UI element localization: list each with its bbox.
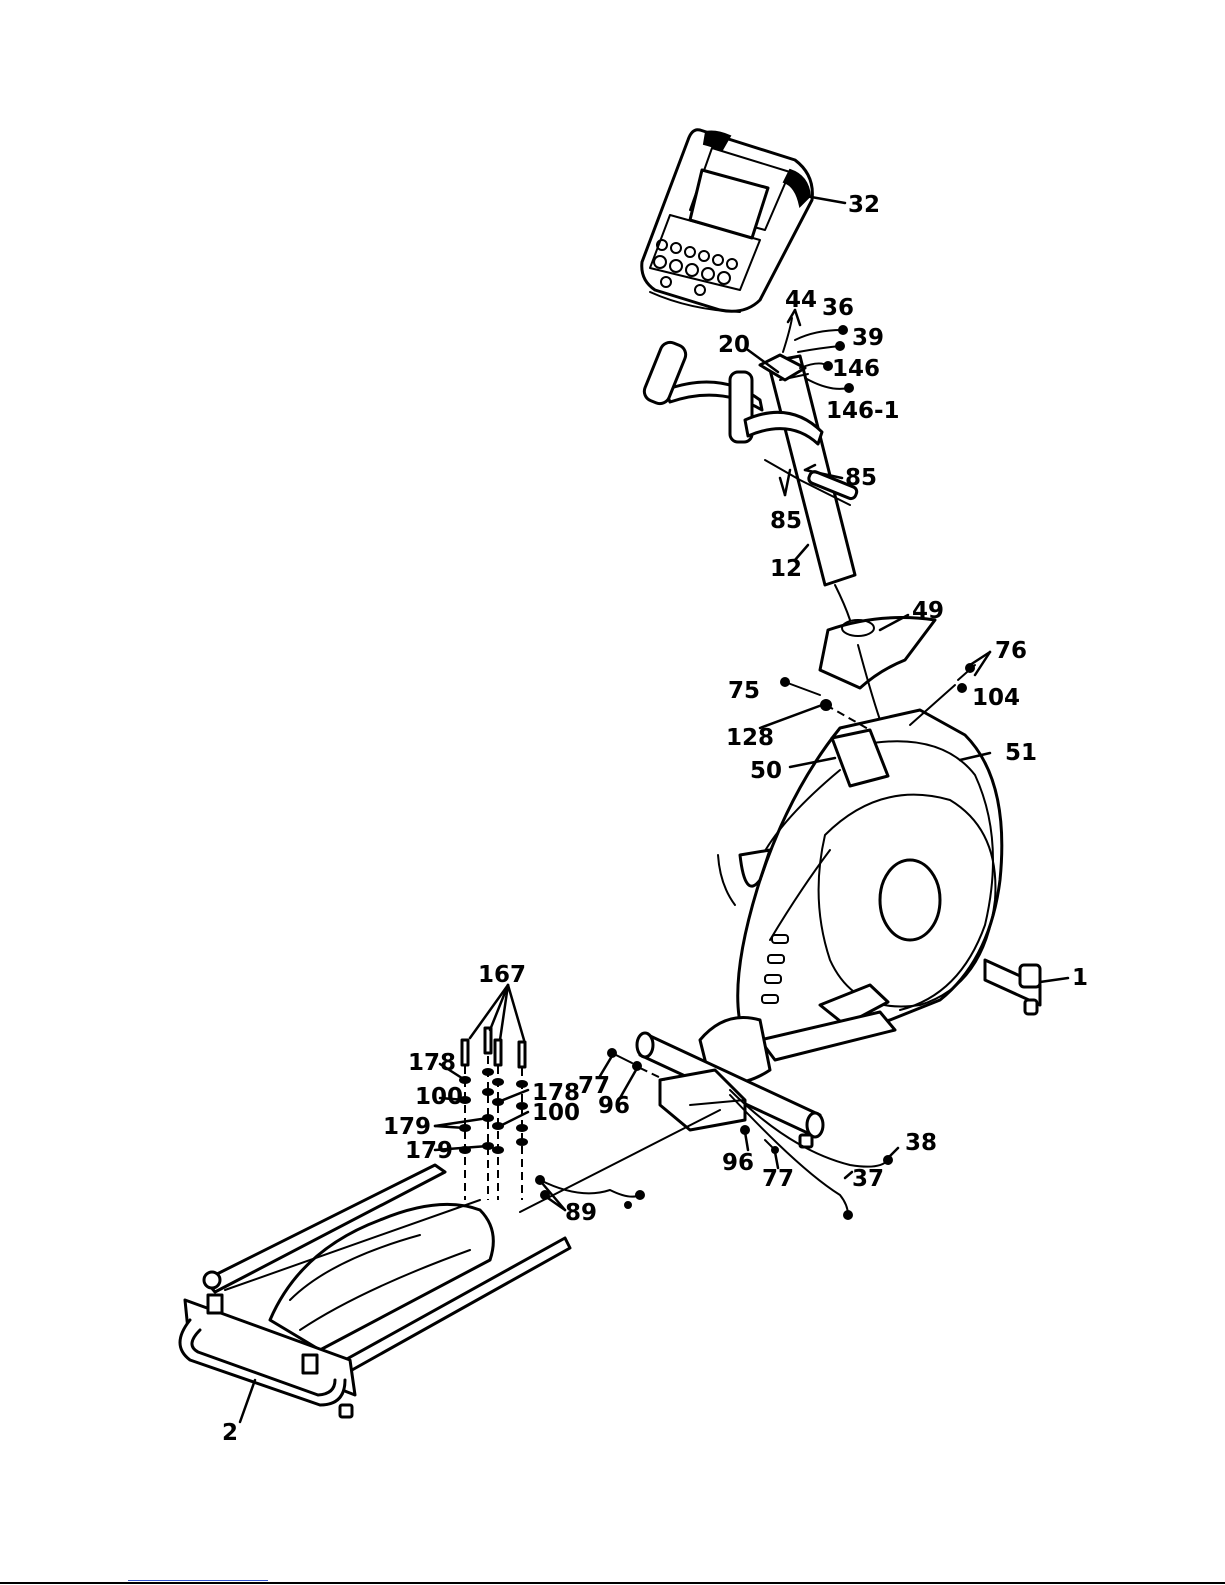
callout-51: 51 [1005,740,1037,766]
callout-2: 2 [222,1420,238,1446]
callout-75: 75 [728,678,760,704]
handlebar-mast-part [641,339,858,620]
callout-167: 167 [478,962,526,988]
callout-100-right: 100 [532,1100,580,1126]
callout-96-left: 96 [598,1093,630,1119]
callout-50: 50 [750,758,782,784]
callout-100-left: 100 [415,1084,463,1110]
rear-stabilizer-part [985,960,1040,1014]
callout-179-upper: 179 [383,1114,431,1140]
callout-20: 20 [718,332,750,358]
callout-146: 146 [832,356,880,382]
console-part [642,130,813,312]
callout-44: 44 [785,287,817,313]
callout-1: 1 [1072,965,1088,991]
fastener-stack-part [460,1028,527,1200]
callout-104: 104 [972,685,1020,711]
callout-128: 128 [726,725,774,751]
callout-179-lower: 179 [405,1138,453,1164]
callout-178-left: 178 [408,1050,456,1076]
callout-36: 36 [822,295,854,321]
rail-assembly-part [180,1165,570,1417]
mast-cover-part [820,618,935,720]
callout-76: 76 [995,638,1027,664]
callout-85-left: 85 [770,508,802,534]
callout-32: 32 [848,192,880,218]
callout-38: 38 [905,1130,937,1156]
frame-body-part [700,710,1002,1083]
callout-89: 89 [565,1200,597,1226]
callout-77-right: 77 [762,1166,794,1192]
footer-link-underline [128,1580,268,1581]
callout-146-1: 146-1 [826,398,900,424]
callout-12: 12 [770,556,802,582]
callout-96-right: 96 [722,1150,754,1176]
callout-85-right: 85 [845,465,877,491]
page-bottom-rule [0,1582,1225,1584]
callout-39: 39 [852,325,884,351]
callout-49: 49 [912,598,944,624]
callout-37: 37 [852,1166,884,1192]
